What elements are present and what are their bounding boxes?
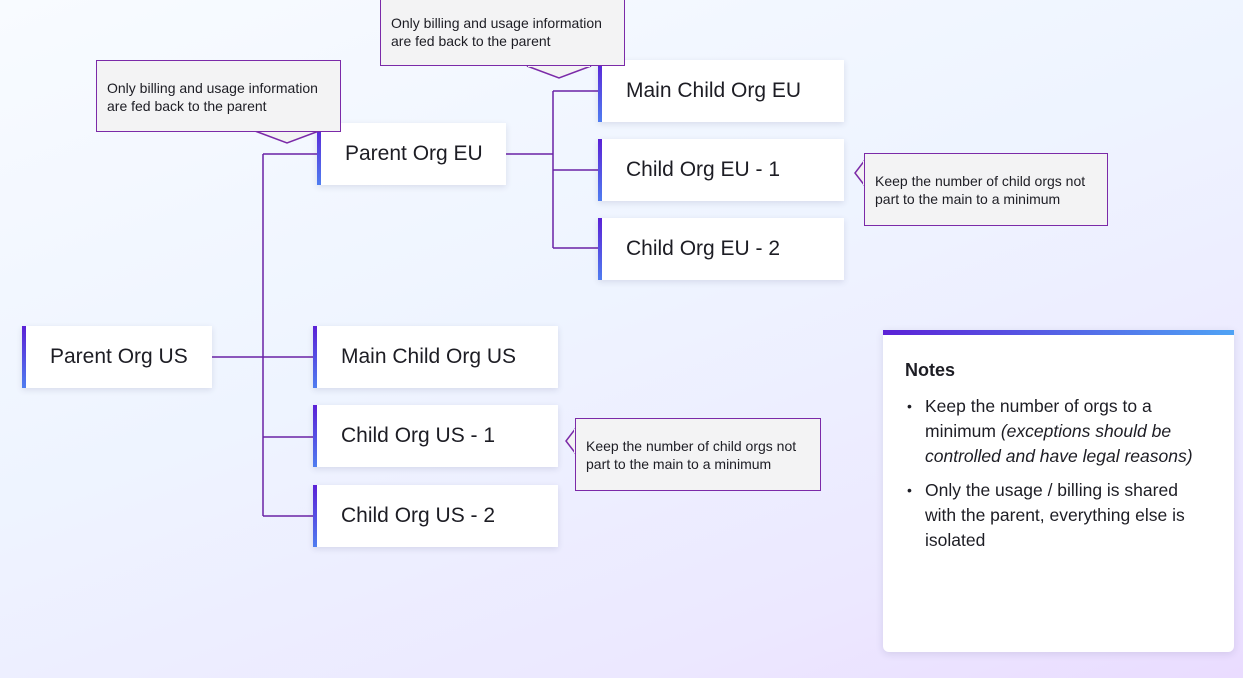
node-parent-org-us[interactable]: Parent Org US	[22, 326, 212, 388]
node-main-child-org-us[interactable]: Main Child Org US	[313, 326, 558, 388]
node-label: Child Org US - 2	[341, 504, 496, 527]
node-label: Child Org US - 1	[341, 424, 496, 447]
notes-item-italic: (exceptions should be controlled and hav…	[925, 421, 1193, 466]
callout-text: Only billing and usage information are f…	[107, 80, 318, 114]
node-label: Child Org EU - 1	[626, 158, 781, 181]
notes-title: Notes	[905, 360, 956, 380]
callout-billing-left: Only billing and usage information are f…	[96, 60, 341, 132]
pointer-billing-left	[254, 130, 320, 144]
notes-item-text: Keep the number of orgs to a minimum	[925, 396, 1152, 441]
callout-child-orgs-eu: Keep the number of child orgs not part t…	[864, 153, 1108, 226]
callout-child-orgs-us: Keep the number of child orgs not part t…	[575, 418, 821, 491]
callout-text: Only billing and usage information are f…	[391, 15, 602, 49]
node-label: Parent Org US	[50, 345, 188, 368]
notes-panel: Notes Keep the number of orgs to a minim…	[883, 330, 1234, 652]
node-child-org-eu-1[interactable]: Child Org EU - 1	[598, 139, 844, 201]
node-child-org-us-1[interactable]: Child Org US - 1	[313, 405, 558, 467]
node-parent-org-eu[interactable]: Parent Org EU	[317, 123, 506, 185]
notes-list: Keep the number of orgs to a minimum (ex…	[905, 394, 1205, 562]
pointer-billing-top	[526, 65, 592, 79]
node-child-org-us-2[interactable]: Child Org US - 2	[313, 485, 558, 547]
notes-item-text: Only the usage / billing is shared with …	[925, 480, 1185, 550]
node-main-child-org-eu[interactable]: Main Child Org EU	[598, 60, 844, 122]
notes-item: Only the usage / billing is shared with …	[905, 478, 1205, 553]
callout-billing-top: Only billing and usage information are f…	[380, 0, 625, 66]
notes-item: Keep the number of orgs to a minimum (ex…	[905, 394, 1205, 469]
node-label: Main Child Org US	[341, 345, 517, 368]
node-label: Parent Org EU	[345, 142, 483, 165]
node-label: Child Org EU - 2	[626, 237, 781, 260]
notes-accent-bar	[883, 330, 1234, 335]
callout-text: Keep the number of child orgs not part t…	[875, 173, 1086, 207]
node-child-org-eu-2[interactable]: Child Org EU - 2	[598, 218, 844, 280]
node-label: Main Child Org EU	[626, 79, 802, 102]
callout-text: Keep the number of child orgs not part t…	[586, 438, 797, 472]
